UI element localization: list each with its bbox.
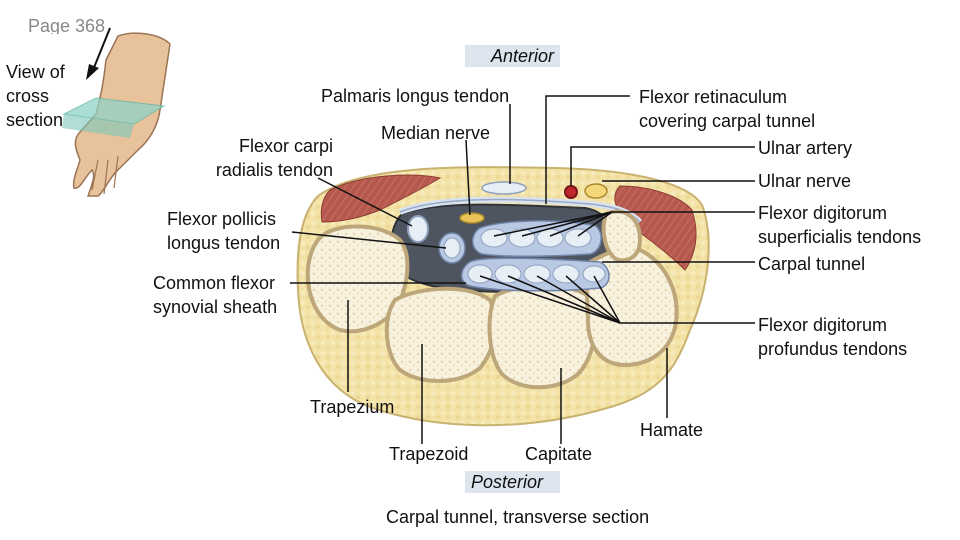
label-fdp-tendons: Flexor digitorum profundus tendons [758, 315, 908, 359]
fdp-tendon [467, 264, 493, 284]
leader-fcr [317, 177, 413, 227]
label-common-flexor-sheath: Common flexor synovial sheath [153, 273, 278, 317]
thenar-muscle [320, 174, 442, 223]
label-carpal-tunnel: Carpal tunnel [758, 254, 866, 274]
trapezium-bone [305, 224, 410, 334]
section-plane [62, 97, 166, 125]
hook-of-hamate [601, 209, 643, 263]
trapezoid-bone [384, 286, 498, 383]
anterior-label: Anterior [465, 45, 560, 67]
label-palmaris-longus: Palmaris longus tendon [321, 86, 510, 106]
label-flexor-carpi-radialis: Flexor carpi radialis tendon [215, 136, 333, 180]
label-capitate: Capitate [525, 444, 593, 464]
fds-tendon [480, 228, 508, 248]
label-flexor-retinaculum: Flexor retinaculum covering carpal tunne… [639, 87, 816, 131]
view-label: View of cross section [6, 62, 65, 130]
leader-lines [290, 95, 755, 444]
label-median-nerve: Median nerve [381, 123, 491, 143]
label-ulnar-artery: Ulnar artery [758, 138, 853, 158]
page-label: Page 368 [28, 16, 106, 36]
view-arrow [86, 27, 111, 80]
leader-fpl [291, 231, 447, 249]
leader-ulnar-artery [570, 146, 755, 186]
label-flexor-pollicis-longus: Flexor pollicis longus tendon [167, 209, 281, 253]
label-trapezium: Trapezium [310, 397, 395, 417]
cross-section [296, 166, 710, 427]
ulnar-nerve [584, 183, 608, 199]
fcr-tendon [407, 215, 429, 243]
fdp-tendon [552, 264, 580, 284]
page-label-mask [20, 34, 130, 44]
median-nerve [459, 212, 485, 224]
fdp-tendons [467, 264, 606, 284]
posterior-label: Posterior [465, 471, 560, 493]
label-trapezoid: Trapezoid [389, 444, 469, 464]
ulnar-artery [564, 185, 578, 199]
leader-median [465, 139, 471, 216]
label-ulnar-nerve: Ulnar nerve [758, 171, 852, 191]
palmaris-longus-tendon [481, 181, 527, 195]
leader-retinaculum [545, 95, 630, 204]
fdp-tendon [582, 265, 606, 283]
fds-tendon [564, 228, 592, 248]
label-fds-tendons: Flexor digitorum superficialis tendons [758, 203, 922, 247]
capitate-bone [487, 283, 597, 390]
figure-caption: Carpal tunnel, transverse section [386, 507, 650, 527]
label-hamate: Hamate [640, 420, 704, 440]
fdp-tendon [523, 264, 551, 284]
